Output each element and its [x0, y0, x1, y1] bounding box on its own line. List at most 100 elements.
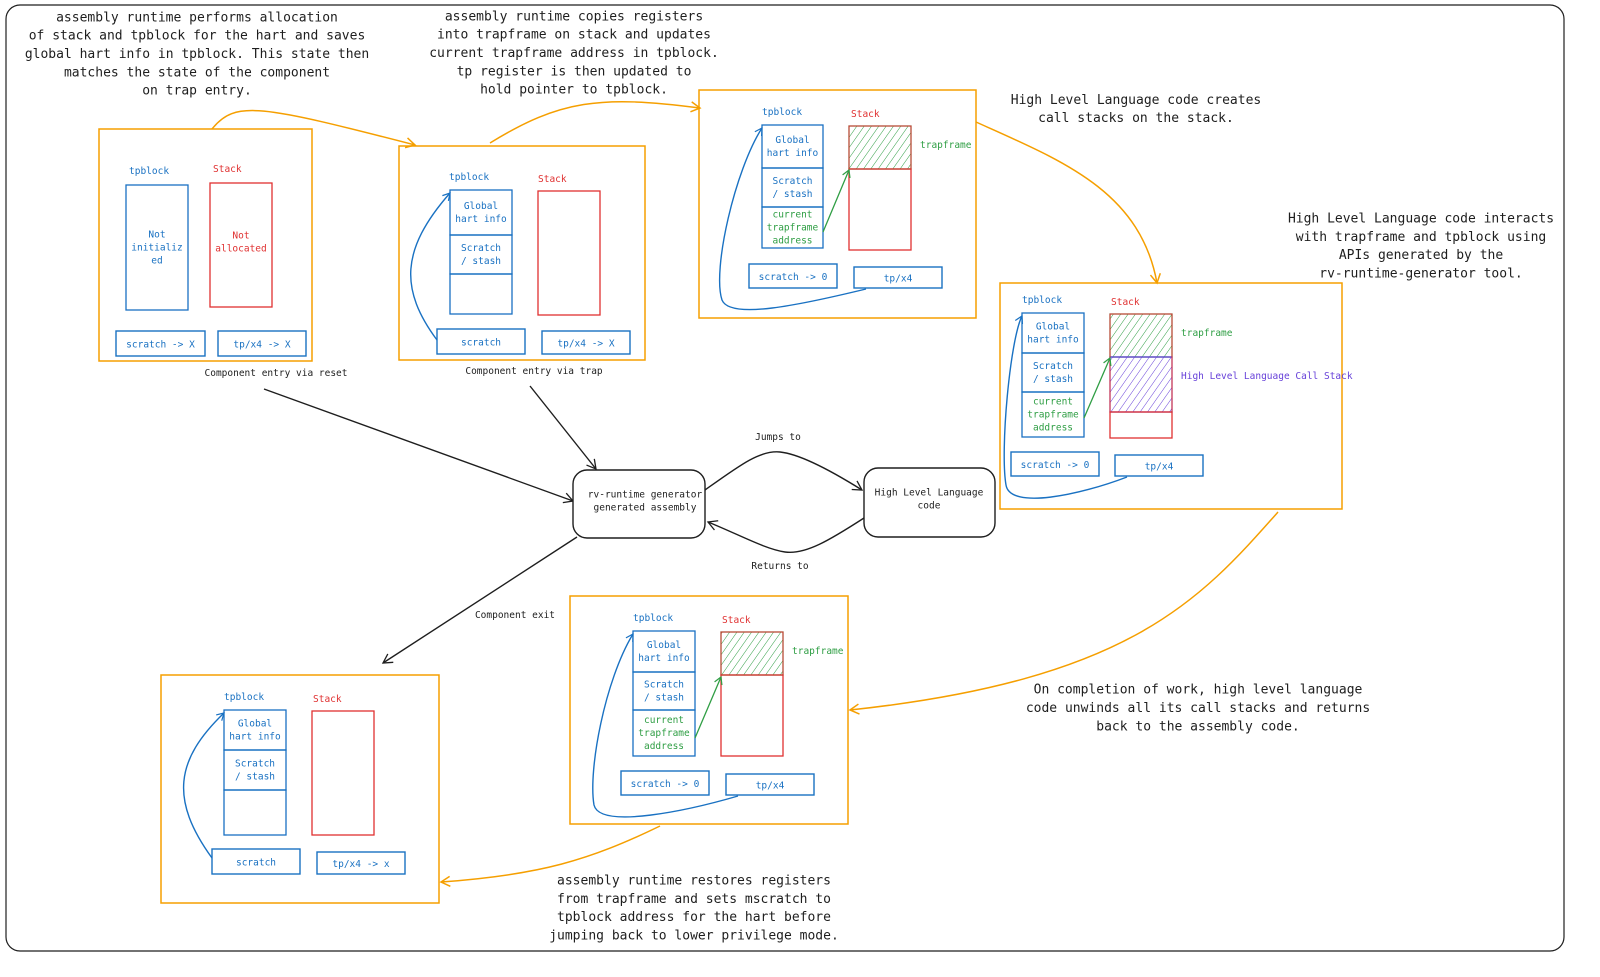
trapframe-label-line: trapframe — [792, 646, 844, 657]
annotation-completion-line: code unwinds all its call stacks and ret… — [1026, 701, 1370, 716]
tpblock-cell — [761, 124, 824, 169]
tpblock-cell-text-line: hart info — [767, 148, 819, 159]
tpblock-cell-text-line: Global — [464, 201, 498, 212]
register-text: tp/x4 -> X — [233, 340, 290, 351]
annotation-apis-line: High Level Language code interacts — [1288, 212, 1554, 227]
annotation-allocation-line: on trap entry. — [142, 84, 252, 99]
tp-register — [316, 851, 406, 875]
returns-to-label-line: Returns to — [751, 561, 808, 572]
tpblock-cell — [1021, 312, 1085, 354]
tpblock-cell-text: Scratch/ stash — [1033, 361, 1073, 385]
annotation-call-stacks-line: High Level Language code creates — [1011, 93, 1261, 108]
panel-frame — [398, 145, 646, 361]
annotation-copy-registers-line: current trapframe address in tpblock. — [429, 46, 719, 61]
stack-label: Stack — [538, 174, 567, 185]
annotation-completion: On completion of work, high level langua… — [1026, 683, 1370, 735]
assembly-node-text-line: rv-runtime generator — [588, 490, 703, 501]
trapframe-label: trapframe — [920, 140, 972, 151]
stack-section — [1109, 411, 1173, 439]
stack-section — [537, 190, 601, 316]
stack-section — [209, 182, 273, 308]
register-text: tp/x4 — [1145, 462, 1174, 473]
hll-node-text-line: High Level Language — [875, 488, 984, 499]
tpblock-cell — [449, 189, 513, 236]
tpblock-cell — [1021, 391, 1085, 438]
tp-register — [217, 330, 307, 357]
flow-arrow — [706, 517, 865, 554]
tp-register — [1114, 454, 1204, 477]
tpblock-cell-text-line: hart info — [638, 653, 690, 664]
transition-arrow — [439, 825, 661, 888]
tpblock-cell-text-line: hart info — [455, 214, 507, 225]
stack-section — [311, 710, 375, 836]
flow-arrow — [381, 536, 578, 664]
stack-label-line: Stack — [722, 615, 751, 626]
panel-caption-line: Component entry via trap — [465, 366, 603, 377]
hll-node — [863, 467, 996, 538]
transition-arrow — [848, 511, 1279, 715]
annotation-allocation-line: global hart info in tpblock. This state … — [25, 47, 369, 62]
register-text-line: scratch -> X — [126, 340, 195, 351]
tpblock-cell — [223, 789, 287, 836]
register-text: scratch -> X — [126, 340, 195, 351]
tpblock-cell-text-line: / stash — [772, 189, 812, 200]
panel-frame — [698, 89, 977, 319]
tp-register — [725, 773, 815, 796]
panel-frame — [569, 595, 849, 825]
tpblock-cell-text: Scratch/ stash — [772, 176, 812, 200]
canvas-border — [5, 4, 1565, 952]
stack-outline — [848, 125, 912, 251]
tp-pointer-arrow — [1003, 314, 1128, 499]
panel-frame — [98, 128, 313, 362]
jumps-to-label: Jumps to — [755, 432, 801, 443]
stack-outline — [720, 631, 784, 757]
transition-arrow — [489, 100, 702, 144]
annotation-restore-line: tpblock address for the hart before — [557, 910, 831, 925]
trapframe-label-line: trapframe — [1181, 328, 1233, 339]
stack-label-line: Stack — [851, 109, 880, 120]
returns-to-label: Returns to — [751, 561, 808, 572]
scratch-register — [115, 330, 206, 357]
tpblock-cell-text-line: hart info — [1027, 335, 1079, 346]
scratch-register — [1010, 451, 1100, 477]
tpblock-label: tpblock — [449, 172, 489, 183]
annotation-allocation-line: of stack and tpblock for the hart and sa… — [29, 29, 366, 44]
annotation-restore-line: from trapframe and sets mscratch to — [557, 892, 831, 907]
register-text: tp/x4 -> X — [557, 339, 614, 350]
tpblock-cell — [1021, 352, 1085, 393]
stack-label: Stack — [1111, 297, 1140, 308]
tpblock-cell — [223, 709, 287, 751]
register-text: tp/x4 — [884, 274, 913, 285]
tpblock-cell-text-line: current — [1033, 397, 1073, 408]
tp-pointer-arrow — [718, 126, 867, 311]
tpblock-cell-text-line: Global — [775, 135, 809, 146]
tpblock-cell — [223, 749, 287, 791]
hll-call-stack-section — [1109, 356, 1173, 413]
hll-call-stack-label: High Level Language Call Stack — [1181, 371, 1353, 382]
stack-label: Stack — [213, 164, 242, 175]
register-text: scratch — [461, 338, 501, 349]
scratch-register — [436, 328, 526, 355]
panel-frame — [999, 282, 1343, 510]
tpblock-cell-text-line: / stash — [644, 693, 684, 704]
tpblock-cell-text-line: address — [772, 236, 812, 247]
tpblock-label-line: tpblock — [224, 692, 264, 703]
trapframe-label: trapframe — [1181, 328, 1233, 339]
tpblock-cell-text-line: Global — [1036, 322, 1070, 333]
annotation-copy-registers-line: into trapframe on stack and updates — [437, 28, 711, 43]
register-text-line: scratch — [236, 858, 276, 869]
annotation-apis-line: APIs generated by the — [1339, 248, 1504, 263]
tpblock-label-line: tpblock — [129, 166, 169, 177]
tpblock-cell-text: Global hart info — [455, 201, 507, 225]
